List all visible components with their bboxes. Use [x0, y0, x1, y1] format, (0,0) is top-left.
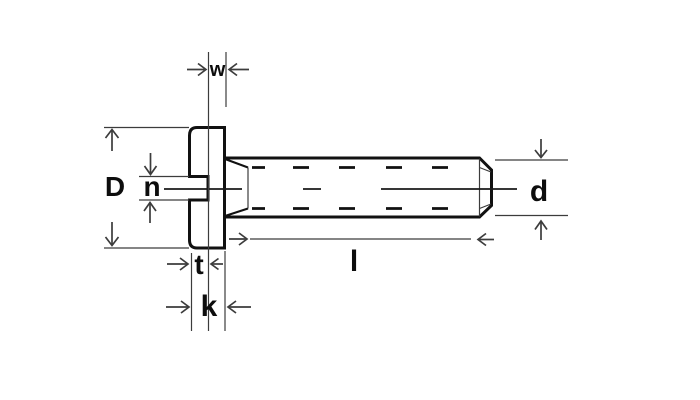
arrow-down-icon: [104, 222, 120, 247]
arrow-right-icon: [229, 232, 249, 246]
arrow-right-icon: [167, 257, 190, 271]
thread-runout-diagonals: [224, 158, 249, 217]
label-slot-top-width: w: [209, 59, 226, 81]
label-head-height: k: [201, 290, 218, 323]
arrow-left-icon: [226, 300, 251, 314]
dimension-slot-depth: t: [167, 249, 223, 331]
arrow-down-icon: [143, 153, 158, 176]
arrow-up-icon: [143, 201, 157, 223]
arrow-right-icon: [187, 62, 208, 77]
label-slot-width: n: [143, 171, 160, 202]
label-head-diameter: D: [105, 171, 125, 202]
screw-shank-shape: [224, 156, 493, 219]
arrow-down-icon: [534, 139, 548, 159]
thread-dash-lines: [252, 166, 448, 210]
arrow-up-icon: [104, 128, 120, 151]
dimension-head-diameter: D: [104, 126, 189, 249]
dimension-head-height: k: [166, 251, 251, 331]
tip-thread-ticks: [479, 166, 492, 210]
arrow-left-icon: [476, 232, 494, 247]
dim-D-extension-lines: [104, 126, 189, 249]
arrow-up-icon: [534, 219, 548, 240]
arrow-left-icon: [209, 257, 223, 271]
screw-head-outline: [188, 126, 226, 250]
dim-d-extension-lines: [495, 159, 568, 217]
label-thread-diameter: d: [530, 175, 548, 208]
dim-n-extension-lines: [139, 175, 189, 201]
arrow-left-icon: [227, 62, 249, 77]
screw-shank-outline: [224, 156, 493, 219]
arrow-right-icon: [166, 300, 191, 314]
dimension-length: l: [229, 232, 494, 278]
label-length: l: [350, 245, 358, 278]
dimension-slot-top-width: w: [187, 52, 249, 331]
dim-w-extension-lines: [207, 52, 227, 331]
label-slot-depth: t: [194, 249, 203, 280]
dimension-thread-diameter: d: [495, 139, 568, 240]
screw-head-shape: [188, 126, 226, 250]
dimension-slot-width: n: [139, 153, 189, 223]
